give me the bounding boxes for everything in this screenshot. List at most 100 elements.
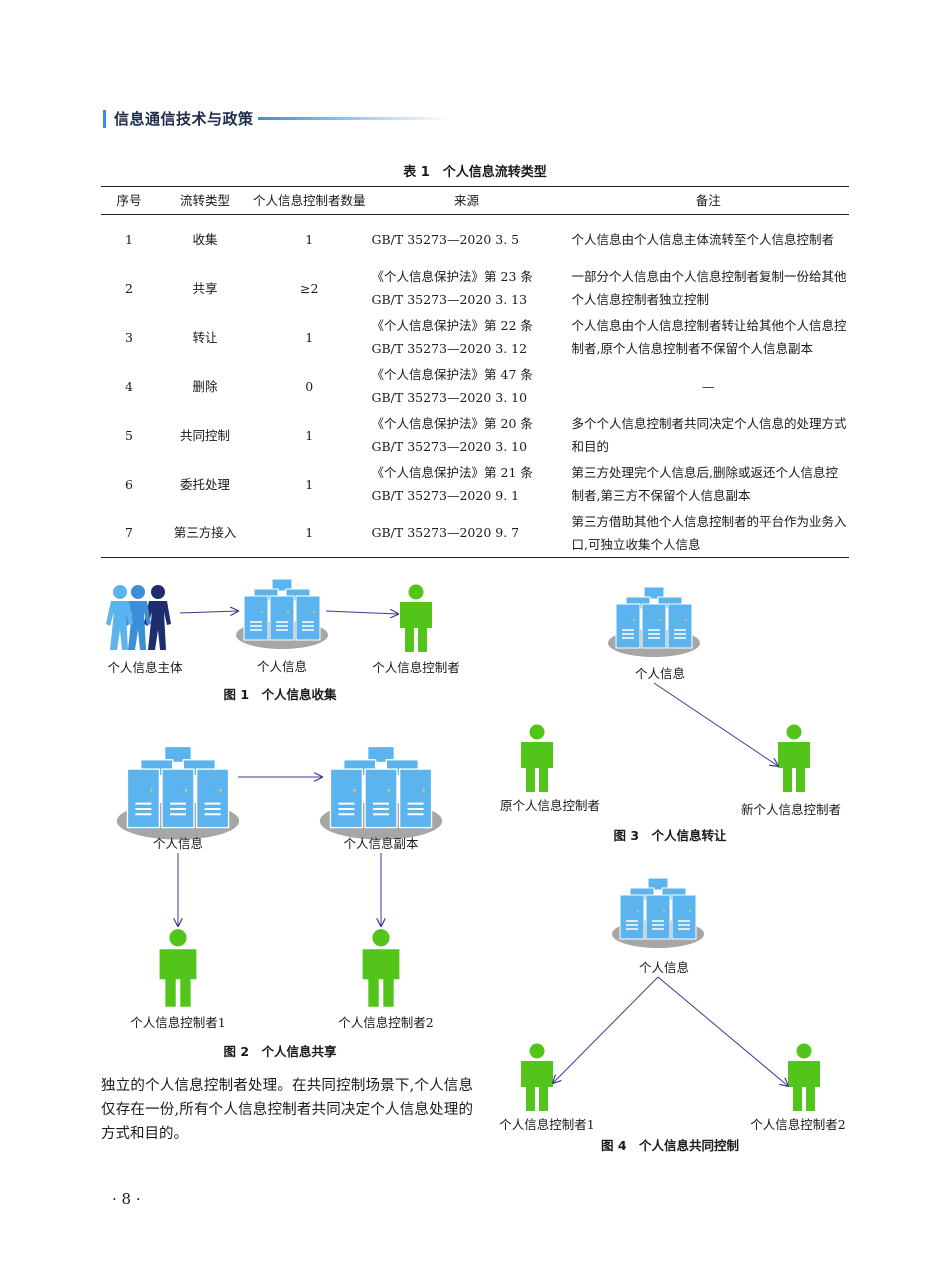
fig4-label-controller2: 个人信息控制者2 (750, 1117, 846, 1132)
source-line: GB/T 35273—2020 3. 12 (371, 341, 528, 356)
table-row: 4 删除 0 《个人信息保护法》第 47 条 GB/T 35273—2020 3. 10… (101, 362, 849, 411)
header-accent-bar (103, 110, 106, 128)
cell-count: 1 (253, 508, 366, 558)
cell-no: 3 (125, 329, 133, 345)
fig3-label-old-controller: 原个人信息控制者 (499, 798, 600, 813)
fig4-label-info: 个人信息 (638, 960, 689, 975)
source-line: 《个人信息保护法》第 23 条 (371, 269, 533, 284)
fig1-label-controller: 个人信息控制者 (372, 660, 460, 675)
cell-type: 第三方接入 (157, 508, 253, 558)
source-line: 《个人信息保护法》第 47 条 (371, 367, 533, 382)
journal-title: 信息通信技术与政策 (114, 110, 254, 128)
fig2-label-copy: 个人信息副本 (343, 836, 419, 851)
cell-count: ≥2 (300, 280, 319, 296)
col-header-no: 序号 (101, 186, 157, 215)
cell-note: 个人信息由个人信息主体流转至个人信息控制者 (571, 231, 835, 247)
cell-no: 5 (125, 427, 133, 443)
cell-source: 《个人信息保护法》第 20 条 GB/T 35273—2020 3. 10 (366, 411, 568, 460)
fig3-arrow-transfer (653, 682, 778, 766)
fig3-old-controller-person-icon (521, 724, 553, 792)
cell-type: 删除 (192, 378, 218, 394)
table-row: 5 共同控制 1 《个人信息保护法》第 20 条 GB/T 35273—2020 3. … (101, 411, 849, 460)
source-line: 《个人信息保护法》第 21 条 (371, 465, 533, 480)
body-paragraph: 独立的个人信息控制者处理。在共同控制场景下,个人信息仅存在一份,所有个人信息控制… (101, 1078, 473, 1142)
cell-no: 7 (101, 508, 157, 558)
col-header-count: 个人信息控制者数量 (253, 186, 366, 215)
fig3-label-info: 个人信息 (634, 666, 685, 681)
table-row: 3 转让 1 《个人信息保护法》第 22 条 GB/T 35273—2020 3. 12… (101, 313, 849, 362)
cell-count: 0 (305, 378, 314, 394)
table-caption: 表 1 个人信息流转类型 (403, 165, 547, 180)
source-line: GB/T 35273—2020 3. 5 (371, 231, 520, 247)
fig3-caption: 图 3 个人信息转让 (613, 828, 727, 843)
source-line: GB/T 35273—2020 9. 1 (371, 488, 520, 503)
source-line: GB/T 35273—2020 3. 13 (371, 292, 528, 307)
cell-no: 4 (125, 378, 133, 394)
fig1-crowd-icon (106, 585, 171, 650)
cell-count: 1 (305, 231, 314, 247)
fig4-label-controller1: 个人信息控制者1 (499, 1117, 595, 1132)
col-header-source: 来源 (365, 186, 568, 215)
table-row: 6 委托处理 1 《个人信息保护法》第 21 条 GB/T 35273—2020 9. … (101, 460, 849, 509)
fig2-copy-server-cluster-icon (320, 746, 442, 839)
fig1-arrow-subject-to-info (179, 611, 238, 613)
fig2-controller1-person-icon (159, 929, 197, 1007)
cell-note: 一部分个人信息由个人信息控制者复制一份给其他个人信息控制者独立控制 (571, 269, 847, 307)
fig2-label-controller1: 个人信息控制者1 (130, 1015, 226, 1030)
fig2-label-controller2: 个人信息控制者2 (338, 1015, 434, 1030)
fig4-controller1-person-icon (521, 1043, 553, 1111)
fig2-caption: 图 2 个人信息共享 (223, 1044, 337, 1059)
col-header-note: 备注 (567, 186, 849, 215)
cell-no: 1 (125, 231, 133, 247)
fig4-controller2-person-icon (788, 1043, 820, 1111)
cell-count: 1 (305, 427, 314, 443)
cell-source: GB/T 35273—2020 9. 7 (365, 508, 568, 558)
header-rule (258, 117, 448, 120)
fig3-label-new-controller: 新个人信息控制者 (740, 802, 841, 817)
source-line: 《个人信息保护法》第 20 条 (371, 416, 533, 431)
fig1-label-subject: 个人信息主体 (107, 660, 183, 675)
fig1-label-info: 个人信息 (256, 659, 307, 674)
source-line: GB/T 35273—2020 3. 10 (371, 439, 528, 454)
cell-type: 委托处理 (179, 476, 230, 492)
cell-source: GB/T 35273—2020 3. 5 (366, 215, 568, 264)
cell-type: 共享 (192, 280, 218, 296)
cell-note: 个人信息由个人信息控制者转让给其他个人信息控制者,原个人信息控制者不保留个人信息… (571, 318, 847, 356)
cell-source: 《个人信息保护法》第 22 条 GB/T 35273—2020 3. 12 (366, 313, 568, 362)
cell-source: 《个人信息保护法》第 23 条 GB/T 35273—2020 3. 13 (366, 264, 568, 313)
cell-no: 6 (125, 476, 133, 492)
fig4-arrow-to-controller1 (553, 976, 659, 1083)
fig2-server-cluster-icon (117, 746, 239, 839)
source-line: GB/T 35273—2020 3. 10 (371, 390, 528, 405)
source-line: 《个人信息保护法》第 22 条 (371, 318, 533, 333)
cell-source: 《个人信息保护法》第 47 条 GB/T 35273—2020 3. 10 (366, 362, 568, 411)
col-header-type: 流转类型 (157, 186, 253, 215)
cell-note: 第三方借助其他个人信息控制者的平台作为业务入口,可独立收集个人信息 (567, 508, 849, 558)
cell-count: 1 (305, 476, 314, 492)
fig1-server-cluster-icon (236, 579, 328, 649)
cell-type: 转让 (192, 329, 218, 345)
fig2-label-info: 个人信息 (152, 836, 203, 851)
source-line: GB/T 35273—2020 9. 7 (371, 525, 520, 541)
fig1-caption: 图 1 个人信息收集 (223, 687, 337, 702)
cell-note: 第三方处理完个人信息后,删除或返还个人信息控制者,第三方不保留个人信息副本 (571, 465, 838, 503)
fig2-controller2-person-icon (362, 929, 400, 1007)
fig4-caption: 图 4 个人信息共同控制 (600, 1138, 740, 1153)
table-header-row: 序号 流转类型 个人信息控制者数量 来源 备注 (101, 186, 849, 215)
fig3-new-controller-person-icon (778, 724, 810, 792)
fig1-arrow-info-to-controller (325, 611, 398, 614)
fig4-server-cluster-icon (612, 878, 704, 948)
cell-note: 多个个人信息控制者共同决定个人信息的处理方式和目的 (571, 416, 847, 454)
cell-count: 1 (305, 329, 314, 345)
cell-note: — (702, 378, 715, 394)
fig1-controller-person-icon (400, 584, 432, 652)
fig3-server-cluster-icon (608, 587, 700, 657)
page-number: · 8 · (112, 1190, 141, 1208)
fig4-arrow-to-controller2 (657, 976, 788, 1086)
cell-type: 共同控制 (179, 427, 230, 443)
